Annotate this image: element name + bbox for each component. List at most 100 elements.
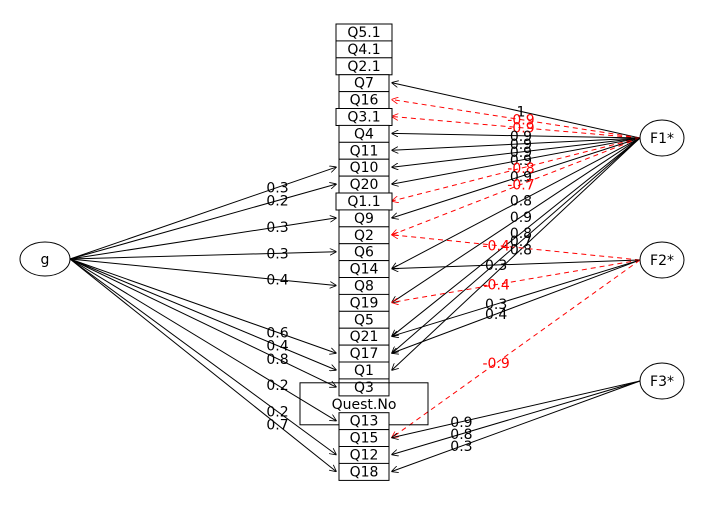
latent-f1-label: F1* [650, 131, 674, 147]
g-loading-label: 0.2 [266, 378, 288, 394]
f2-path [392, 235, 641, 261]
item-label: Q3 [354, 380, 374, 396]
g-path [69, 258, 336, 421]
f1-path [392, 100, 641, 139]
g-path [69, 258, 336, 370]
g-loading-label: 0.2 [266, 194, 288, 210]
item-box [338, 462, 390, 481]
f1-path [392, 133, 641, 139]
g-path [69, 218, 336, 260]
item-label: Q9 [354, 211, 374, 227]
item-label: Q1 [354, 363, 374, 379]
latent-f2: F2* [639, 241, 685, 279]
item-label: Q7 [354, 76, 374, 92]
item-label: Q14 [350, 262, 379, 278]
item-label: Q13 [350, 414, 379, 430]
g-loading-label: 0.3 [266, 220, 288, 236]
f1-loading-label: 0.9 [510, 210, 532, 226]
g-loading-label: 0.2 [266, 404, 288, 420]
f3-path [392, 380, 641, 438]
loading-labels: 0.20.30.30.30.40.60.40.80.20.20.71-0.9-0… [266, 104, 534, 455]
item-label: Q8 [354, 279, 374, 295]
g-path [69, 258, 336, 286]
f1-loading-label: 0.9 [510, 145, 532, 161]
g-path [69, 167, 336, 260]
f1-path [392, 137, 641, 336]
item-label: Q2 [354, 228, 374, 244]
item-label: Q4.1 [347, 42, 380, 58]
f1-loading-label: -0.8 [507, 161, 534, 177]
g-path [69, 184, 336, 260]
item-label: Q16 [350, 93, 379, 109]
g-path [69, 258, 336, 387]
item-label: Q12 [350, 448, 379, 464]
g-path [69, 258, 336, 471]
f1-loading-label: 0.9 [510, 137, 532, 153]
f1-loading-label: -0.7 [507, 177, 534, 193]
g-path [69, 252, 336, 260]
item-label: Q18 [350, 464, 379, 480]
item-boxes: Q5.1Q4.1Q2.1Q7Q16Q3.1Q4Q11Q10Q20Q1.1Q9Q2… [299, 23, 429, 481]
f1-loading-label: 0.8 [510, 242, 532, 258]
g-loading-label: 0.7 [266, 418, 288, 434]
item-label: Q1.1 [347, 194, 380, 210]
factor-paths [69, 83, 641, 472]
item-label: Quest.No [332, 397, 397, 413]
f2-path [392, 259, 641, 269]
f3-loading-label: 0.3 [450, 439, 472, 455]
g-loading-label: 0.6 [266, 325, 288, 341]
latent-f3: F3* [639, 362, 685, 400]
f3-path [392, 380, 641, 471]
item-label: Q15 [350, 431, 379, 447]
g-loading-label: 0.8 [266, 352, 288, 368]
f1-loading-label: -0.9 [507, 113, 534, 129]
f1-loading-label: 1 [516, 104, 525, 120]
latent-f2-label: F2* [650, 253, 674, 269]
f1-loading-label: 0.7 [510, 234, 532, 250]
f2-path [392, 259, 641, 438]
f1-loading-label: 0.9 [510, 169, 532, 185]
f2-loading-label: -0.9 [482, 356, 509, 372]
latent-g-label: g [41, 252, 50, 268]
f3-loading-label: 0.8 [450, 427, 472, 443]
f1-path [392, 137, 641, 150]
item-label: Q10 [350, 160, 379, 176]
f1-loading-label: 0.8 [510, 226, 532, 242]
item-label: Q20 [350, 177, 379, 193]
f2-path [392, 259, 641, 336]
item-label: Q6 [354, 245, 374, 261]
latent-f3-label: F3* [650, 374, 674, 390]
latent-g: g [19, 241, 71, 277]
f1-path [392, 137, 641, 353]
g-path [69, 258, 336, 455]
f2-loading-label: -0.4 [482, 238, 509, 254]
g-path [69, 258, 336, 353]
f1-loading-label: 0.8 [510, 194, 532, 210]
g-loading-label: 0.4 [266, 273, 288, 289]
f1-path [392, 137, 641, 184]
f1-path [392, 137, 641, 269]
f2-path [392, 259, 641, 302]
f2-loading-label: 0.3 [485, 258, 507, 274]
f1-path [392, 117, 641, 139]
f1-loading-label: -0.9 [507, 121, 534, 137]
f1-path [392, 83, 641, 139]
f1-loading-label: 0.9 [510, 153, 532, 169]
f3-loading-label: 0.9 [450, 415, 472, 431]
item-label: Q3.1 [347, 110, 380, 126]
f1-path [392, 137, 641, 370]
f1-path [392, 137, 641, 302]
g-loading-label: 0.3 [266, 246, 288, 262]
f3-path [392, 380, 641, 455]
f1-path [392, 137, 641, 201]
item-label: Q5.1 [347, 25, 380, 41]
f1-path [392, 137, 641, 218]
item-label: Q21 [350, 329, 379, 345]
g-loading-label: 0.3 [266, 180, 288, 196]
item-label: Q11 [350, 143, 379, 159]
f2-loading-label: -0.4 [482, 278, 509, 294]
g-loading-label: 0.4 [266, 339, 288, 355]
latent-f1: F1* [639, 119, 685, 157]
f1-path [392, 137, 641, 167]
